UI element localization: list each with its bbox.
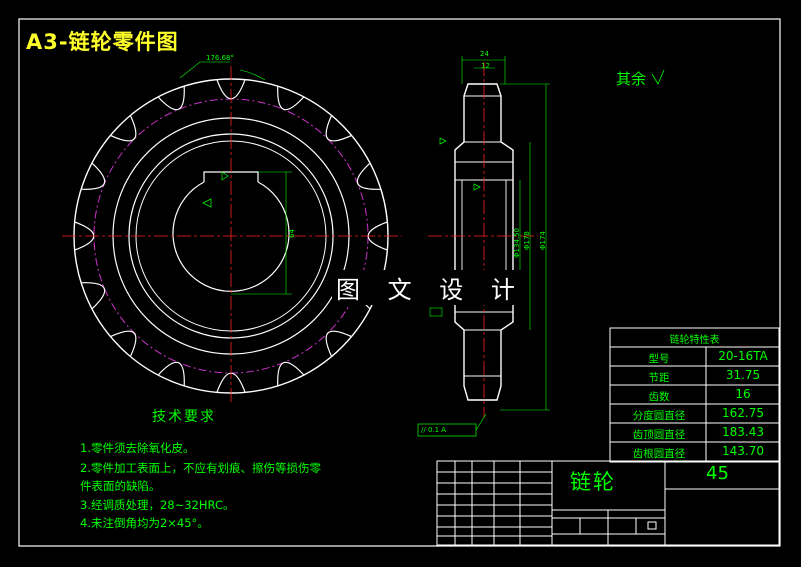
datum-box xyxy=(429,307,443,317)
roughness-symbol xyxy=(473,183,481,191)
tech-requirement-item: 件表面的缺陷。 xyxy=(80,479,161,493)
tooth-gap xyxy=(81,162,106,190)
spec-table-grid xyxy=(609,327,780,463)
spec-table-title: 链轮特性表 xyxy=(669,335,720,346)
tooth-gap xyxy=(157,86,185,111)
spec-value: 31.75 xyxy=(725,368,761,382)
spec-label: 齿根圆直径 xyxy=(632,448,686,460)
side-profile xyxy=(454,83,514,401)
spec-label: 齿顶圆直径 xyxy=(632,429,686,441)
drawing-title: A3-链轮零件图 xyxy=(26,30,179,54)
tech-requirement-item: 4.未注倒角均为2×45°。 xyxy=(80,516,209,530)
title-block-grid xyxy=(436,460,780,546)
tooth-gap xyxy=(277,86,305,111)
tech-requirement-item: 2.零件加工表面上，不应有划痕、擦伤等损伤零 xyxy=(80,461,321,475)
tolerance-label: // 0.1 A xyxy=(421,426,447,434)
dim-hub-label: 12 xyxy=(481,62,490,70)
tooth-gaps xyxy=(74,79,388,393)
spec-value: 20-16TA xyxy=(718,349,768,363)
roughness-symbol xyxy=(439,137,447,145)
tooth-gap xyxy=(325,115,352,142)
tooth-gap xyxy=(110,330,137,357)
spec-value: 16 xyxy=(735,387,751,401)
tooth-gap xyxy=(277,361,305,386)
tooth-gap xyxy=(110,115,137,142)
spec-label: 节距 xyxy=(648,372,670,384)
tooth-gap xyxy=(157,361,185,386)
dim-arc xyxy=(239,69,266,81)
front-view xyxy=(62,61,402,405)
dim-width-label: 24 xyxy=(480,50,489,58)
dim-keyway-label: 64 xyxy=(288,229,296,238)
roughness-symbol-general xyxy=(651,69,665,85)
tolerance-leader xyxy=(475,413,487,431)
spec-value: 162.75 xyxy=(722,406,764,420)
tech-requirements-title: 技术要求 xyxy=(152,409,216,425)
tooth-gap xyxy=(325,330,352,357)
dim-outer-label: Φ178 xyxy=(523,231,531,250)
tech-requirement-item: 3.经调质处理，28~32HRC。 xyxy=(80,498,235,512)
tech-requirement-item: 1.零件须去除氧化皮。 xyxy=(80,441,195,455)
dim-right-label: Φ174 xyxy=(539,231,547,250)
spec-label: 分度圆直径 xyxy=(632,410,686,422)
spec-label: 型号 xyxy=(648,353,670,365)
surface-note: 其余 xyxy=(616,70,647,88)
spec-value: 183.43 xyxy=(722,425,764,439)
side-view xyxy=(417,56,550,437)
roughness-symbol xyxy=(221,171,229,181)
spec-label: 齿数 xyxy=(648,391,670,403)
watermark: 图 文 设 计 xyxy=(332,270,529,305)
spec-value: 143.70 xyxy=(722,444,764,458)
dim-leader-angle xyxy=(179,61,230,79)
tooth-gap xyxy=(356,162,381,190)
part-name: 链轮 xyxy=(570,470,616,494)
roughness-symbol xyxy=(202,198,212,208)
sheet-frame xyxy=(18,18,781,547)
tooth-gap xyxy=(81,282,106,310)
dim-bore-label: Φ134.50 xyxy=(513,227,521,258)
dim-angle-label: 176.68° xyxy=(206,54,234,62)
part-material: 45 xyxy=(706,463,729,484)
